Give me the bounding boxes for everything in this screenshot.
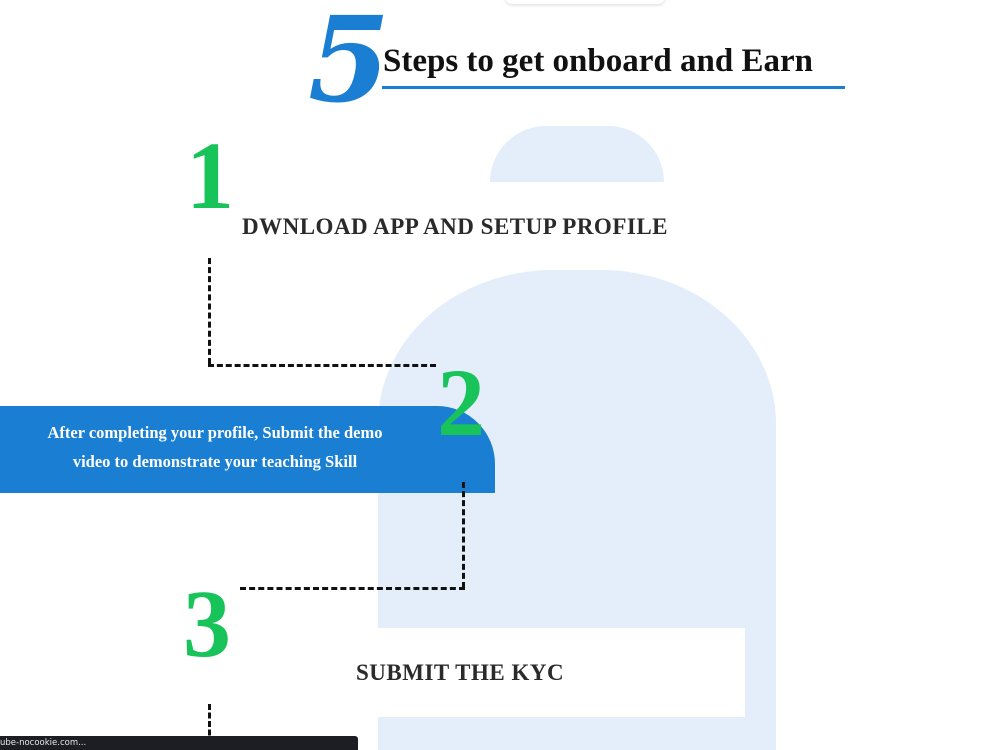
step-1-number: 1 <box>186 122 234 229</box>
background-shape-top <box>490 126 664 182</box>
step-2-banner <box>0 406 495 493</box>
step-3-label: SUBMIT THE KYC <box>356 660 565 685</box>
step-3-box <box>252 628 745 717</box>
browser-status-bar <box>0 736 358 750</box>
connector-1-horizontal <box>208 364 436 367</box>
step-2-number: 2 <box>437 349 485 456</box>
title-underline <box>382 86 845 89</box>
page-title: Steps to get onboard and Earn <box>383 43 813 79</box>
connector-1-vertical <box>208 258 211 364</box>
step-2-description: After completing your profile, Submit th… <box>0 418 430 476</box>
step-2-description-line-1: After completing your profile, Submit th… <box>47 423 383 442</box>
step-2-description-line-2: video to demonstrate your teaching Skill <box>72 452 358 471</box>
title-number: 5 <box>308 0 391 129</box>
connector-3-vertical <box>208 704 211 744</box>
step-1-label: DWNLOAD APP AND SETUP PROFILE <box>242 214 668 239</box>
status-bar-url: ube-nocookie.com... <box>0 738 87 748</box>
connector-2-vertical <box>462 482 465 588</box>
top-header-pill <box>505 0 665 4</box>
connector-2-horizontal <box>240 587 465 590</box>
step-3-number: 3 <box>183 570 231 677</box>
